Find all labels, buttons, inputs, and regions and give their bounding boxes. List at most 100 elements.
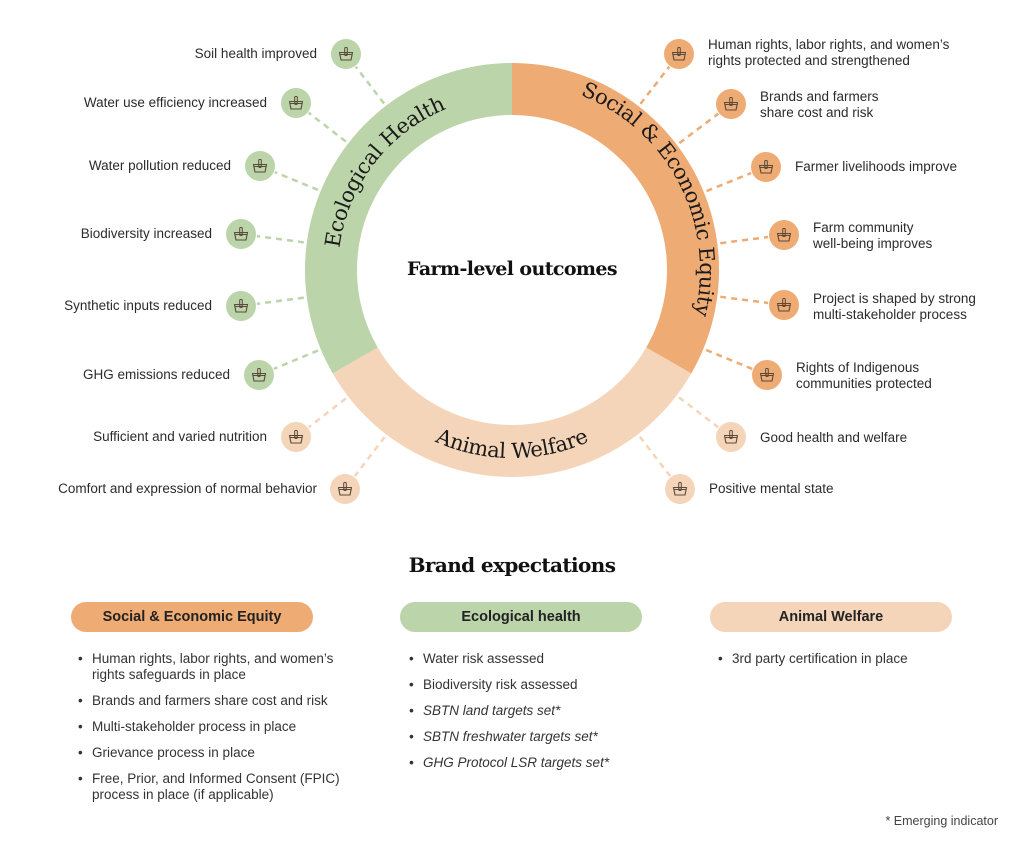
outcome-label-line1: Good health and welfare xyxy=(760,430,908,445)
connector-line xyxy=(256,296,304,306)
connector-line xyxy=(678,396,720,429)
outcome-label: Soil health improved xyxy=(194,46,317,61)
connector-line xyxy=(256,234,304,244)
outcome-label-line1: Rights of Indigenous xyxy=(796,360,920,375)
basket-glyph xyxy=(252,159,268,173)
ecological-expectations-list: Water risk assessed Biodiversity risk as… xyxy=(407,651,667,781)
pill-social-economic-equity: Social & Economic Equity xyxy=(71,602,313,632)
basket-icon xyxy=(665,474,695,504)
list-item: 3rd party certification in place xyxy=(716,651,976,667)
segment-social-economic-equity xyxy=(512,63,719,374)
outcome-label-line2: multi-stakeholder process xyxy=(813,307,967,322)
outcome-label: Rights of Indigenous communities protect… xyxy=(796,360,932,392)
basket-icon xyxy=(331,39,361,69)
outcome-label: GHG emissions reduced xyxy=(82,367,230,382)
basket-icon xyxy=(769,290,799,320)
footnote-emerging-indicator: * Emerging indicator xyxy=(885,814,998,828)
basket-icon xyxy=(716,89,746,119)
list-item: Free, Prior, and Informed Consent (FPIC)… xyxy=(76,771,354,803)
basket-icon xyxy=(244,360,274,390)
outcome-label: Project is shaped by strong multi-stakeh… xyxy=(813,291,976,323)
basket-glyph xyxy=(251,368,267,382)
outcome-label-line2: well-being improves xyxy=(813,236,933,251)
outcome-label-line1: Positive mental state xyxy=(709,481,834,496)
connector-line xyxy=(353,436,386,478)
outcome-label-line2: rights protected and strengthened xyxy=(708,53,910,68)
outcome-label: Synthetic inputs reduced xyxy=(64,298,212,313)
outcome-label: Water pollution reduced xyxy=(88,158,231,173)
basket-icon xyxy=(716,422,746,452)
basket-glyph xyxy=(672,482,688,496)
pill-animal-welfare: Animal Welfare xyxy=(710,602,952,632)
basket-icon xyxy=(330,474,360,504)
basket-glyph xyxy=(671,47,687,61)
segment-animal-welfare xyxy=(332,347,692,477)
connector-line xyxy=(638,435,672,478)
basket-icon xyxy=(664,39,694,69)
segment-ecological-health xyxy=(305,63,512,374)
outcome-label-line1: Project is shaped by strong xyxy=(813,291,976,306)
outcome-label: Farmer livelihoods improve xyxy=(795,159,957,175)
basket-icon xyxy=(281,88,311,118)
basket-glyph xyxy=(288,430,304,444)
basket-icon xyxy=(226,291,256,321)
list-item-emerging: GHG Protocol LSR targets set* xyxy=(407,755,667,771)
outcome-label-line2: communities protected xyxy=(796,376,932,391)
basket-icon xyxy=(245,151,275,181)
basket-glyph xyxy=(776,228,792,242)
connector-line xyxy=(639,65,671,105)
connector-line xyxy=(705,348,753,371)
connector-line xyxy=(273,349,319,371)
connector-line xyxy=(307,111,347,143)
connector-line xyxy=(720,295,769,305)
list-item: Grievance process in place xyxy=(76,745,366,761)
connector-line xyxy=(720,235,769,245)
social-expectations-list: Human rights, labor rights, and women’s … xyxy=(76,651,366,813)
list-item: Biodiversity risk assessed xyxy=(407,677,667,693)
connector-line xyxy=(274,170,319,192)
basket-glyph xyxy=(759,368,775,382)
outcome-label: Positive mental state xyxy=(709,481,834,497)
basket-icon xyxy=(769,220,799,250)
outcome-label-line1: Human rights, labor rights, and women’s xyxy=(708,37,950,52)
outcome-label: Sufficient and varied nutrition xyxy=(93,429,267,444)
outcome-label-line1: Farmer livelihoods improve xyxy=(795,159,958,174)
list-item: Water risk assessed xyxy=(407,651,667,667)
basket-glyph xyxy=(723,97,739,111)
center-title: Farm-level outcomes xyxy=(406,258,618,280)
basket-icon xyxy=(752,360,782,390)
outcome-label-line1: Farm community xyxy=(813,220,914,235)
basket-glyph xyxy=(776,298,792,312)
basket-glyph xyxy=(233,227,249,241)
outcome-label-line1: Brands and farmers xyxy=(760,89,879,104)
basket-icon xyxy=(751,152,781,182)
outcomes-ring: Ecological Health Social & Economic Equi… xyxy=(256,63,769,478)
basket-glyph xyxy=(288,96,304,110)
outcome-label: Human rights, labor rights, and women’s … xyxy=(708,37,949,69)
basket-glyph xyxy=(723,430,739,444)
connector-lines xyxy=(256,65,769,478)
connector-line xyxy=(678,112,720,145)
outcome-label: Farm community well-being improves xyxy=(813,220,932,252)
outcome-label: Biodiversity increased xyxy=(80,226,212,241)
outcome-label-line2: share cost and risk xyxy=(760,105,874,120)
basket-icon xyxy=(226,219,256,249)
list-item-emerging: SBTN land targets set* xyxy=(407,703,667,719)
connector-line xyxy=(706,171,752,193)
list-item: Multi-stakeholder process in place xyxy=(76,719,366,735)
outcome-label: Comfort and expression of normal behavio… xyxy=(58,481,317,496)
list-item-emerging: SBTN freshwater targets set* xyxy=(407,729,667,745)
list-item: Human rights, labor rights, and women’s … xyxy=(76,651,354,683)
outcome-label: Brands and farmers share cost and risk xyxy=(760,89,879,121)
connector-line xyxy=(354,65,386,105)
connector-line xyxy=(307,397,347,429)
list-item: Brands and farmers share cost and risk xyxy=(76,693,366,709)
pill-ecological-health: Ecological health xyxy=(400,602,642,632)
basket-icon xyxy=(281,422,311,452)
brand-expectations-title: Brand expectations xyxy=(408,553,616,577)
basket-glyph xyxy=(758,160,774,174)
basket-glyph xyxy=(233,299,249,313)
outcome-label: Water use efficiency increased xyxy=(83,95,267,110)
outcome-label: Good health and welfare xyxy=(760,430,907,446)
animal-expectations-list: 3rd party certification in place xyxy=(716,651,976,677)
